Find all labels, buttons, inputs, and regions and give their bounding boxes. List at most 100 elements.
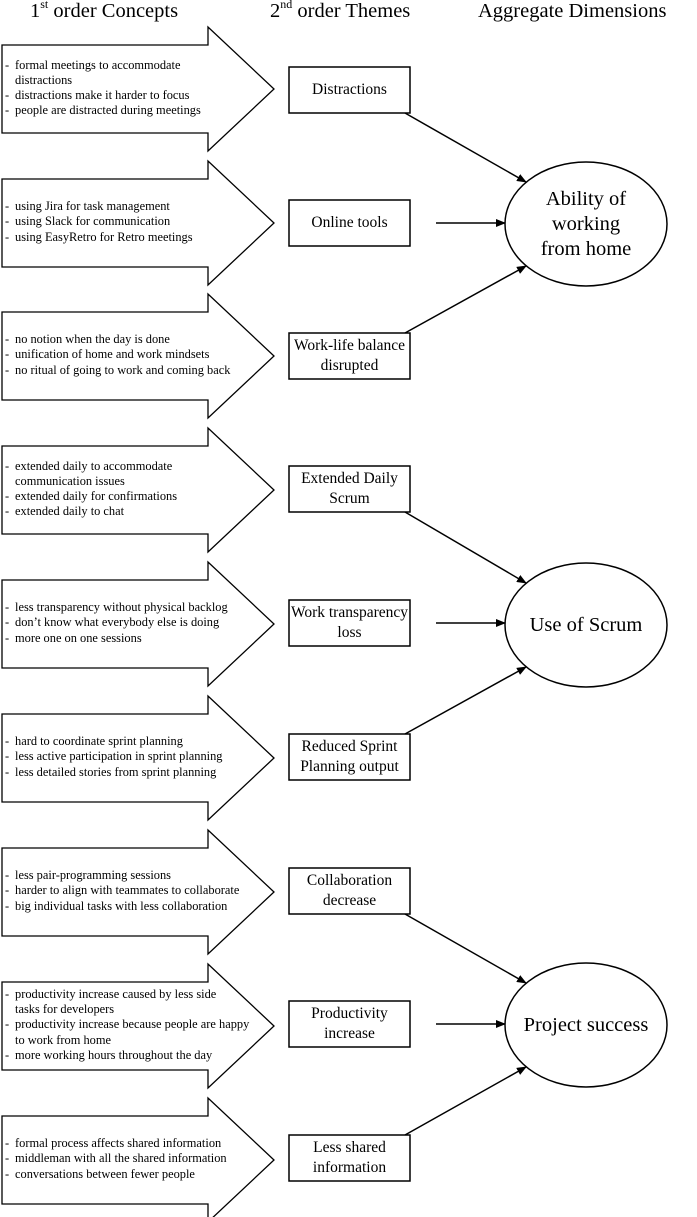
theme-box [288, 199, 411, 247]
concept-item: more working hours throughout the day [5, 1048, 249, 1063]
theme-to-dimension-arrow [404, 913, 527, 984]
theme-line: Distractions [312, 81, 387, 98]
theme-box [288, 66, 411, 114]
concept-item: less transparency without physical backl… [5, 600, 228, 615]
concept-item: using EasyRetro for Retro meetings [5, 230, 193, 245]
concept-list: formal meetings to accommodatedistractio… [5, 58, 201, 119]
dimension-ellipse [504, 161, 668, 287]
concept-list: less pair-programming sessionsharder to … [5, 868, 239, 914]
concept-item: extended daily for confirmations [5, 489, 177, 504]
concept-line: formal process affects shared informatio… [15, 1136, 222, 1151]
theme-to-dimension-arrow [404, 112, 527, 183]
concept-line: no notion when the day is done [15, 332, 170, 347]
theme-box [288, 1000, 411, 1048]
concept-line: using Slack for communication [15, 214, 171, 229]
theme-line: Planning output [300, 758, 399, 775]
theme-line: Scrum [329, 490, 370, 507]
concept-line: hard to coordinate sprint planning [15, 734, 183, 749]
theme-line: Productivity [311, 1005, 388, 1022]
concept-list: extended daily to accommodatecommunicati… [5, 459, 177, 520]
concept-item: distractions make it harder to focus [5, 88, 201, 103]
header-dimensions: Aggregate Dimensions [478, 0, 667, 22]
concept-line: less detailed stories from sprint planni… [15, 764, 217, 779]
concept-line: less transparency without physical backl… [15, 600, 228, 615]
concept-line: productivity increase because people are… [15, 1017, 250, 1032]
concept-item: less detailed stories from sprint planni… [5, 765, 223, 780]
dimension-line: working [551, 212, 621, 235]
concept-item: harder to align with teammates to collab… [5, 883, 239, 898]
concept-item: extended daily to accommodatecommunicati… [5, 459, 177, 489]
concept-item: more one on one sessions [5, 631, 228, 646]
concept-item: using Jira for task management [5, 199, 193, 214]
theme-line: Reduced Sprint [301, 738, 398, 755]
dimension-ellipse [504, 562, 668, 688]
concept-line: distractions [15, 72, 73, 87]
dimension-label: Project success [505, 963, 667, 1087]
theme-box [288, 867, 411, 915]
concept-item: unification of home and work mindsets [5, 347, 230, 362]
dimension-ellipse [504, 962, 668, 1088]
concept-list: hard to coordinate sprint planningless a… [5, 734, 223, 780]
concept-item: formal meetings to accommodatedistractio… [5, 58, 201, 88]
theme-box [288, 599, 411, 647]
theme-line: decrease [322, 892, 377, 909]
theme-label-text: Distractions [312, 80, 387, 100]
concept-item: big individual tasks with less collabora… [5, 899, 239, 914]
theme-to-dimension-arrow [404, 265, 527, 334]
theme-label: Less shared information [289, 1135, 410, 1181]
theme-line: Online tools [311, 214, 388, 231]
concept-line: extended daily for confirmations [15, 489, 178, 503]
concept-line: more working hours throughout the day [15, 1047, 213, 1062]
theme-label-text: Less shared information [313, 1138, 386, 1178]
theme-box [288, 332, 411, 380]
concept-line: using EasyRetro for Retro meetings [15, 229, 193, 244]
theme-line: loss [337, 624, 362, 641]
theme-label: Productivity increase [289, 1001, 410, 1047]
concept-line: big individual tasks with less collabora… [15, 898, 228, 913]
theme-line: information [312, 1159, 387, 1176]
theme-line: increase [324, 1025, 375, 1042]
concept-item: no notion when the day is done [5, 332, 230, 347]
concept-item: middleman with all the shared informatio… [5, 1151, 227, 1166]
concept-line: conversations between fewer people [15, 1166, 195, 1181]
concept-line: communication issues [15, 473, 125, 488]
concept-line: more one on one sessions [15, 630, 142, 645]
dimension-line: Ability of [545, 187, 627, 210]
theme-label-text: Online tools [311, 213, 387, 233]
concept-line: middleman with all the shared informatio… [15, 1151, 227, 1166]
header-concepts: 1st order Concepts [30, 0, 179, 22]
theme-box [288, 1134, 411, 1182]
concept-line: don’t know what everybody else is doing [15, 615, 220, 630]
concept-list: no notion when the day is doneunificatio… [5, 332, 230, 378]
theme-line: Less shared [313, 1139, 386, 1156]
concept-item: less active participation in sprint plan… [5, 749, 223, 764]
concept-list: formal process affects shared informatio… [5, 1136, 227, 1182]
dimension-line: from home [540, 237, 632, 260]
concept-line: productivity increase caused by less sid… [15, 987, 217, 1001]
concept-item: formal process affects shared informatio… [5, 1136, 227, 1151]
header-themes: 2nd order Themes [270, 0, 411, 22]
concept-item: no ritual of going to work and coming ba… [5, 363, 230, 378]
concept-item: productivity increase because people are… [5, 1017, 249, 1047]
dimension-label-text: Project success [524, 1013, 649, 1038]
theme-to-dimension-arrow [404, 666, 527, 735]
concept-item: hard to coordinate sprint planning [5, 734, 223, 749]
dimension-label: Use of Scrum [505, 563, 667, 687]
concept-item: less pair-programming sessions [5, 868, 239, 883]
concept-line: unification of home and work mindsets [15, 347, 210, 362]
theme-to-dimension-arrow [404, 511, 527, 584]
concept-line: people are distracted during meetings [15, 103, 201, 118]
concept-list: less transparency without physical backl… [5, 600, 228, 646]
concept-line: to work from home [15, 1032, 112, 1047]
theme-box [288, 733, 411, 781]
concept-line: less pair-programming sessions [15, 868, 171, 883]
concept-line: tasks for developers [15, 1002, 115, 1017]
concept-item: using Slack for communication [5, 214, 193, 229]
